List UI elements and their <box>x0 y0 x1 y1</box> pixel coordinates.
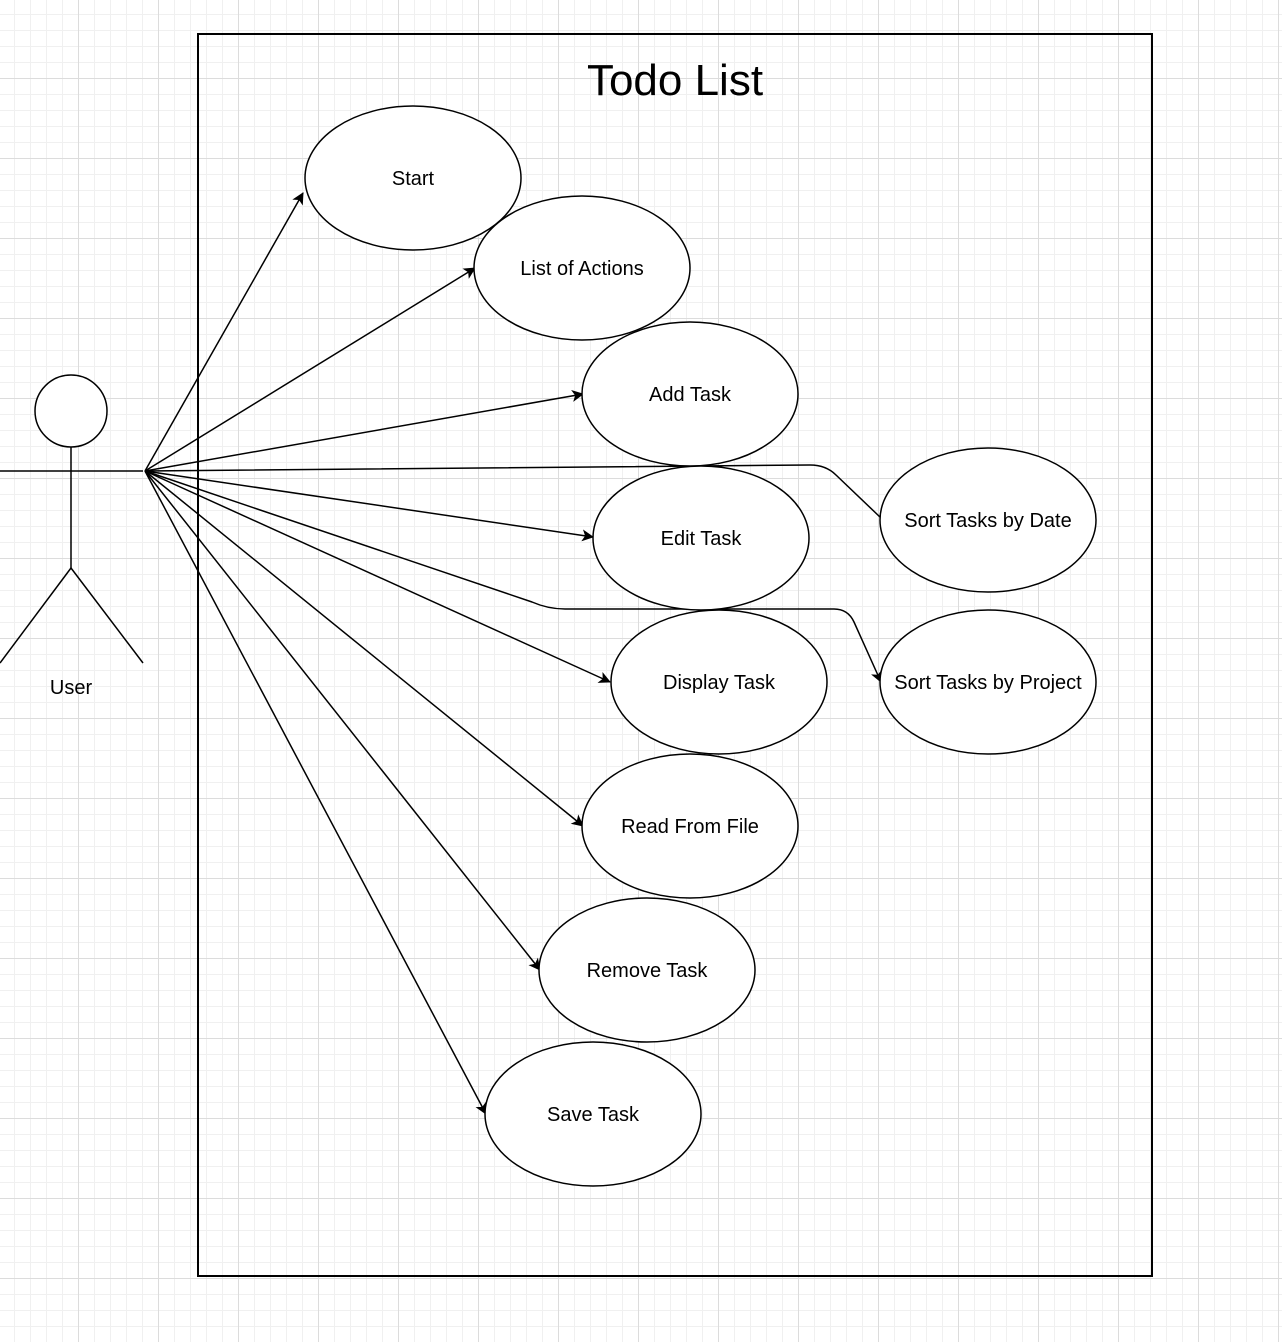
use-case-sort-by-date[interactable]: Sort Tasks by Date <box>879 447 1097 593</box>
association-remove-task[interactable] <box>144 470 541 971</box>
actor-right-leg <box>70 567 144 664</box>
use-case-display-task[interactable]: Display Task <box>610 609 828 755</box>
use-case-start[interactable]: Start <box>304 105 522 251</box>
use-case-sort-by-project[interactable]: Sort Tasks by Project <box>879 609 1097 755</box>
actor-left-leg <box>0 567 72 664</box>
use-case-list-of-actions[interactable]: List of Actions <box>473 195 691 341</box>
association-save-task[interactable] <box>144 470 487 1115</box>
actor-head <box>34 374 108 448</box>
associations <box>144 192 882 1115</box>
association-display-task[interactable] <box>144 470 611 683</box>
use-case-label: Edit Task <box>661 528 743 550</box>
actor-user[interactable]: User <box>0 374 144 699</box>
association-start[interactable] <box>144 192 304 472</box>
use-case-label: Sort Tasks by Project <box>894 672 1082 694</box>
use-case-label: Add Task <box>649 384 732 406</box>
use-case-edit-task[interactable]: Edit Task <box>592 465 810 611</box>
association-edit-task[interactable] <box>144 470 594 542</box>
use-case-read-from-file[interactable]: Read From File <box>581 753 799 899</box>
system-boundary[interactable] <box>197 33 1153 1277</box>
association-add-task[interactable] <box>144 389 584 472</box>
actor-label: User <box>50 677 93 699</box>
use-case-label: Save Task <box>547 1104 640 1126</box>
association-list-of-actions[interactable] <box>144 267 476 472</box>
use-case-label: Read From File <box>621 816 759 838</box>
association-sort-by-date[interactable] <box>144 464 882 519</box>
use-case-add-task[interactable]: Add Task <box>581 321 799 467</box>
use-case-remove-task[interactable]: Remove Task <box>538 897 756 1043</box>
use-case-label: Start <box>392 168 435 190</box>
system-title: Todo List <box>587 56 763 105</box>
use-case-save-task[interactable]: Save Task <box>484 1041 702 1187</box>
association-read-from-file[interactable] <box>144 470 584 827</box>
use-case-label: List of Actions <box>520 258 643 280</box>
use-case-label: Remove Task <box>587 960 709 982</box>
use-case-label: Sort Tasks by Date <box>904 510 1071 532</box>
use-case-label: Display Task <box>663 672 776 694</box>
